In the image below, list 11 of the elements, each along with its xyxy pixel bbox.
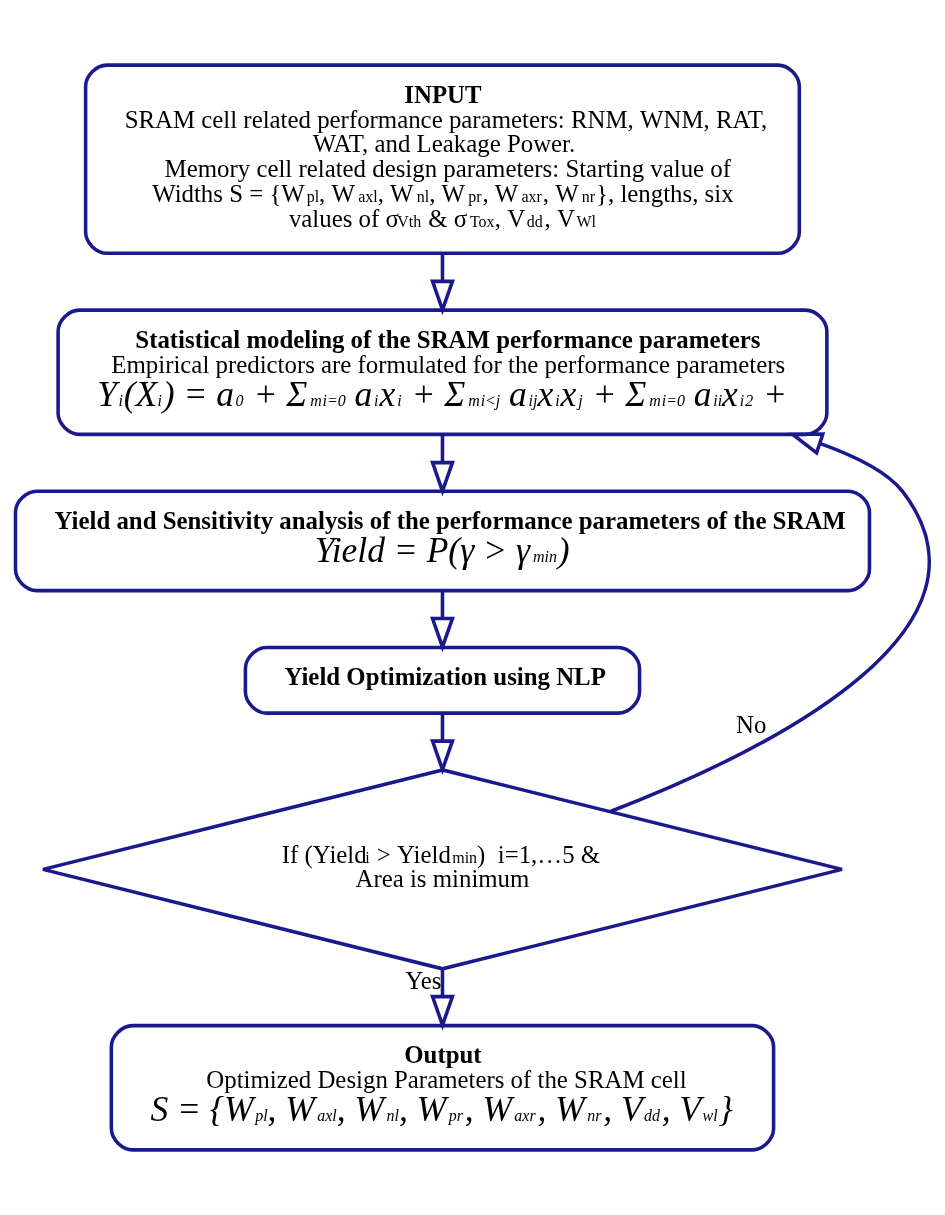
arrow (430, 253, 455, 316)
node-box: Yield and Sensitivity analysis of the performance parameters of the SRAM Yield = P(γ > γmin) (13, 489, 872, 593)
arrow (430, 713, 455, 775)
arrow (430, 969, 455, 1031)
node-diamond: If (Yieldi > Yieldmin) i=1,…5 & Area is minimum (41, 768, 844, 971)
arrow (430, 590, 455, 653)
node-box: Output Optimized Design Parameters of the SRAM cell S = {Wpl, Waxl, Wnl, Wpr, Waxr, Wnr, Vdd, Vwl} (109, 1023, 776, 1152)
edge-label: No (736, 711, 767, 739)
node-box: Yield Optimization using NLP (243, 645, 642, 715)
arrow (609, 432, 931, 814)
arrow (430, 434, 455, 497)
